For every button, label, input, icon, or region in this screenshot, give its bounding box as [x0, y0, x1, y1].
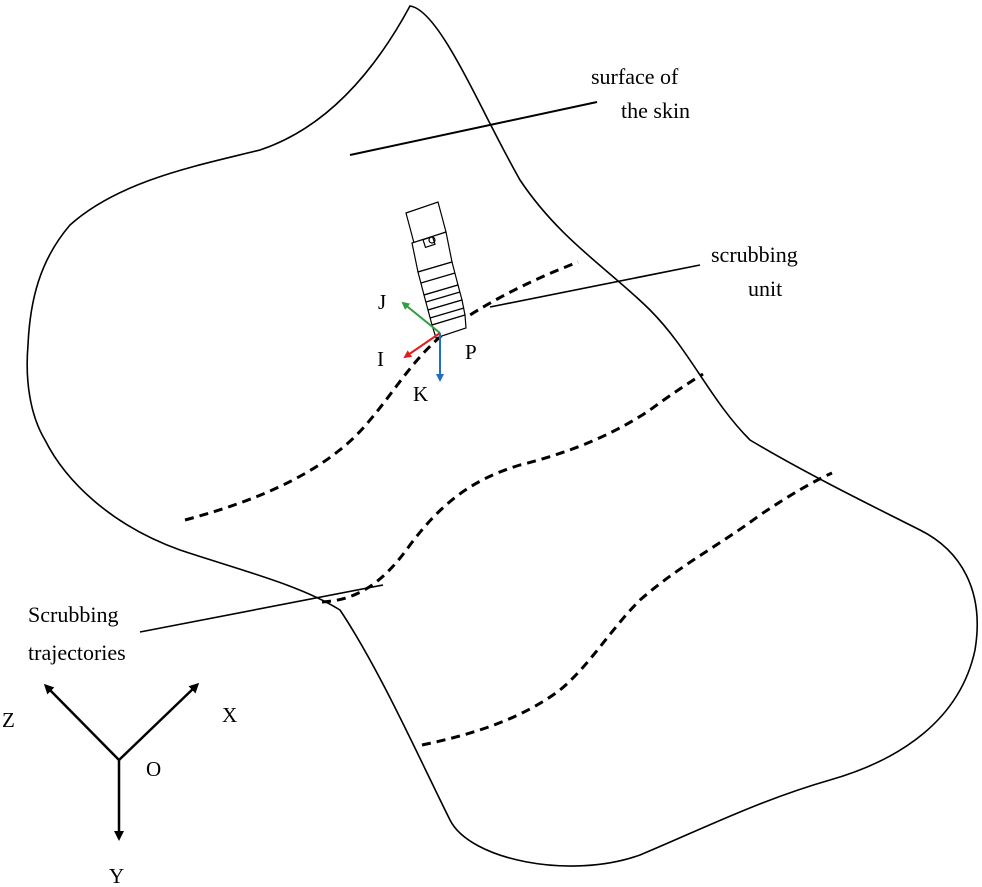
skin-surface-outline — [26, 5, 979, 867]
p-point-label: P — [465, 340, 477, 364]
z-axis-label: Z — [2, 708, 15, 732]
i-axis-arrow — [403, 332, 441, 359]
unit-label-line1: scrubbing — [711, 242, 798, 267]
global-frame — [43, 682, 200, 841]
unit-label-line2: unit — [748, 276, 782, 301]
z-axis-arrow — [43, 683, 120, 761]
trajectory-2 — [321, 372, 704, 604]
x-axis-label: X — [222, 703, 237, 727]
k-axis-label: K — [413, 382, 428, 406]
y-axis-label: Y — [109, 864, 124, 887]
tool-frame — [401, 301, 444, 382]
i-axis-label: I — [377, 347, 384, 371]
trajectory-3 — [421, 471, 833, 747]
trajectory-1 — [184, 260, 579, 522]
surface-leader-line — [349, 101, 598, 156]
x-axis-arrow — [118, 682, 200, 761]
trajectories-label-line1: Scrubbing — [28, 602, 118, 627]
scrubbing-unit-device — [405, 201, 467, 339]
trajectories-leader-line — [139, 584, 384, 633]
unit-leader-line — [489, 264, 701, 308]
origin-label: O — [146, 757, 161, 781]
surface-label-line1: surface of — [591, 64, 679, 89]
j-axis-label: J — [378, 290, 386, 314]
j-axis-arrow — [401, 301, 441, 334]
scrubbing-trajectories — [184, 260, 833, 747]
trajectories-label-line2: trajectories — [28, 640, 126, 665]
surface-label-line2: the skin — [621, 98, 690, 123]
